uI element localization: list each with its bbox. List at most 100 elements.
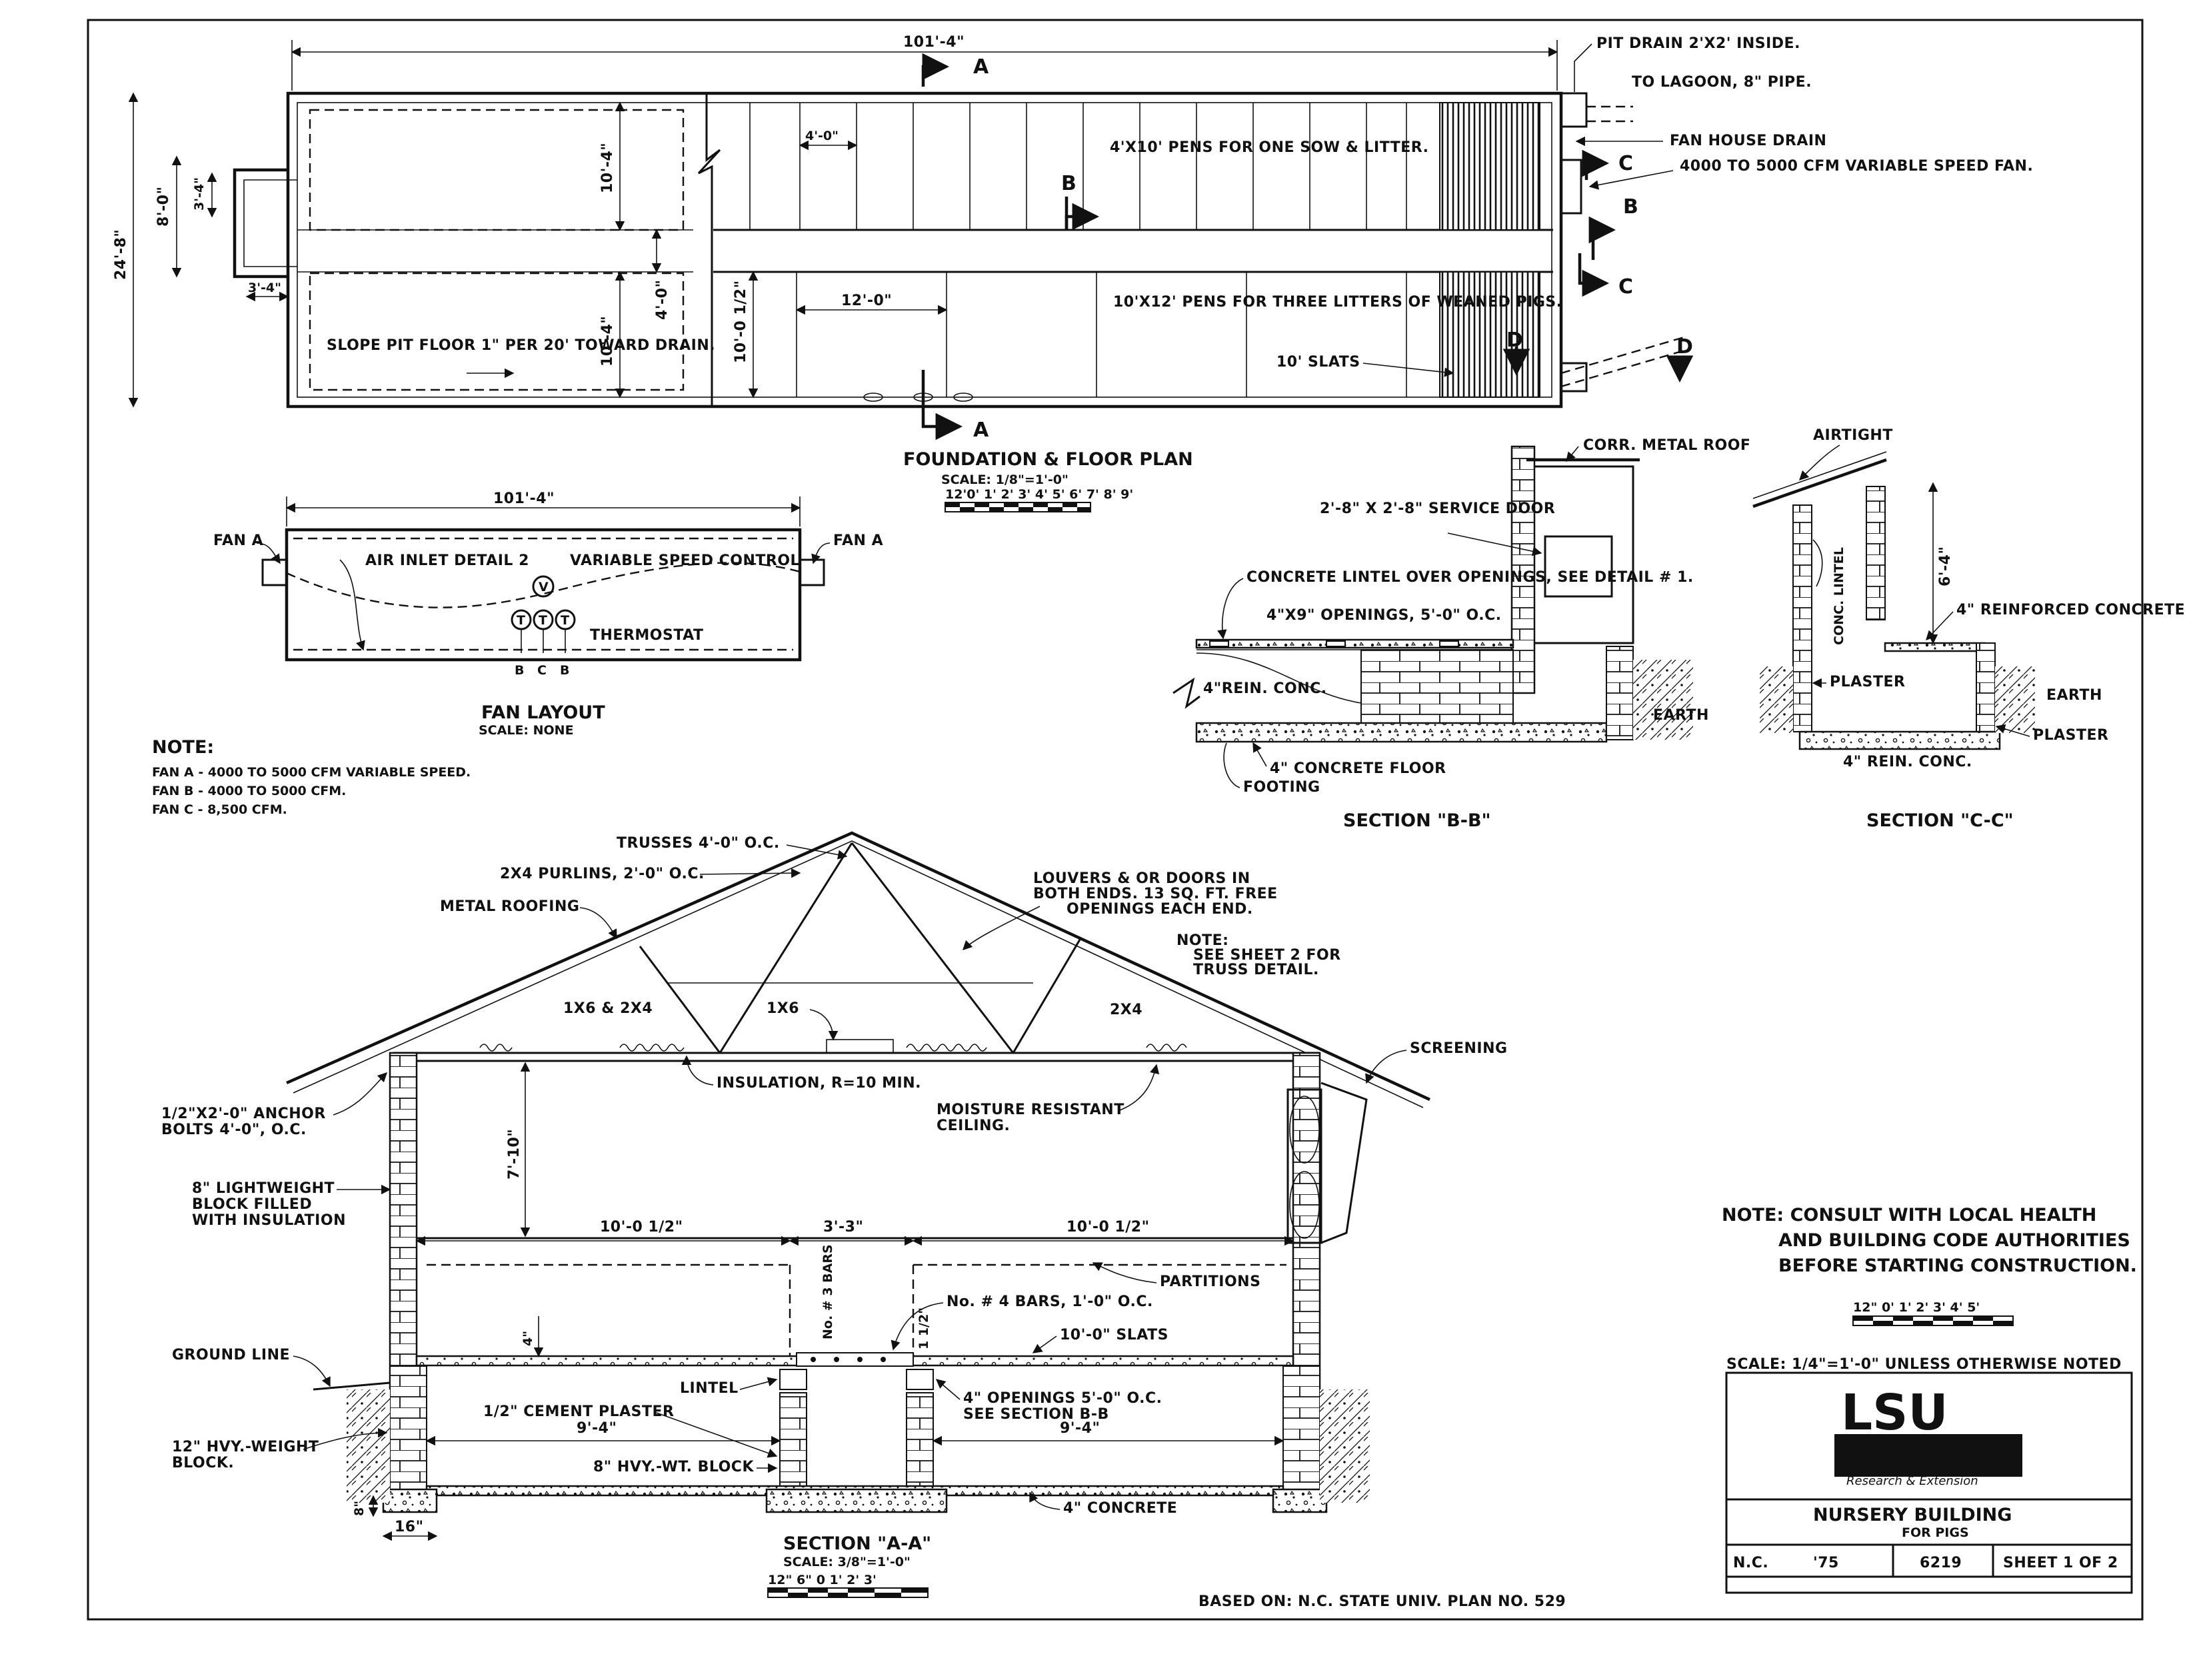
aa-dim-8in: 8" [352, 1501, 367, 1516]
label-to-lagoon: TO LAGOON, 8" PIPE. [1632, 74, 1812, 91]
aa-louvers-line-1: LOUVERS & OR DOORS IN [1033, 870, 1250, 887]
section-mark-a-top: A [973, 55, 989, 79]
section-mark-d-right: D [1676, 335, 1693, 359]
aa-lintel: LINTEL [680, 1380, 739, 1397]
aa-block12-line-1: 12" HVY.-WEIGHT [172, 1439, 319, 1455]
cc-title: SECTION "C-C" [1866, 810, 2014, 831]
thermostats: T T T [511, 609, 576, 653]
aa-dim-left: 10'-0 1/2" [600, 1219, 683, 1236]
fan-layout-length: 101'-4" [493, 490, 555, 507]
dim-overall-length: 101'-4" [903, 34, 965, 51]
aa-member-1x6-2x4: 1X6 & 2X4 [563, 1000, 653, 1017]
title-block-frame [1725, 1371, 2133, 1594]
aa-block8hw: 8" HVY.-WT. BLOCK [593, 1459, 754, 1475]
cc-wall-inner [1866, 486, 1886, 620]
inlet-line [286, 562, 801, 608]
pit-outline-bottom [309, 272, 685, 391]
bb-lintel-label: CONCRETE LINTEL OVER OPENINGS, SEE DETAI… [1246, 569, 1694, 586]
note-line-1: FAN A - 4000 TO 5000 CFM VARIABLE SPEED. [152, 765, 471, 780]
cc-reinforced-slab [1884, 642, 1986, 652]
aa-see-sheet-line-3: TRUSS DETAIL. [1193, 962, 1319, 978]
aa-anchor-line-2: BOLTS 4'-0", O.C. [161, 1122, 307, 1138]
bb-earth [1633, 660, 1693, 740]
fan-layout-building [285, 528, 802, 662]
section-mark-c-bottom: C [1618, 275, 1633, 299]
bb-concrete-floor [1195, 722, 1608, 743]
dim-10ft-half: 10'-0 1/2" [733, 280, 749, 363]
dim-10ft4-bottom: 10'-4" [599, 316, 616, 367]
label-weaned-pens: 10'X12' PENS FOR THREE LITTERS OF WEANED… [1113, 294, 1562, 311]
variable-speed-label: VARIABLE SPEED CONTROL [570, 552, 800, 569]
section-mark-c-top: C [1618, 152, 1633, 175]
aa-metal-roofing: METAL ROOFING [440, 898, 579, 915]
aa-insulation-left [619, 1044, 685, 1052]
aa-dim-half: 1 1/2" [917, 1307, 931, 1349]
aa-purlins: 2X4 PURLINS, 2'-0" O.C. [500, 866, 705, 882]
bb-footing-label: FOOTING [1243, 779, 1320, 796]
section-mark-b-left: B [1061, 172, 1077, 195]
aa-no3-bars: No. # 3 BARS [821, 1244, 835, 1339]
aa-pit-right: 9'-4" [1060, 1420, 1100, 1437]
aa-partitions: PARTITIONS [1160, 1273, 1260, 1290]
floor-plan-scale: SCALE: 1/8"=1'-0" [941, 472, 1069, 487]
aa-insulation: INSULATION, R=10 MIN. [717, 1075, 921, 1092]
aa-ceiling-line-2: CEILING. [937, 1118, 1010, 1134]
aa-pit-wall-center-right [906, 1392, 934, 1493]
cc-plaster-1: PLASTER [1830, 674, 1906, 690]
aa-trusses: TRUSSES 4'-0" O.C. [617, 835, 780, 852]
aa-member-2x4: 2X4 [1110, 1002, 1142, 1018]
based-on-note: BASED ON: N.C. STATE UNIV. PLAN NO. 529 [1198, 1593, 1566, 1610]
aa-block12-line-2: BLOCK. [172, 1455, 234, 1471]
note-heading: NOTE: [152, 737, 214, 758]
bb-service-door-label: 2'-8" X 2'-8" SERVICE DOOR [1320, 500, 1555, 517]
title-for-pigs: FOR PIGS [1902, 1525, 1969, 1540]
note-line-3: FAN C - 8,500 CFM. [152, 802, 287, 817]
slats-bottom [1439, 271, 1540, 398]
dim-4ft-pen: 4'-0" [805, 129, 839, 143]
lsu-agcenter-logo: LSU AgCenter Research & Extension [1834, 1384, 2022, 1488]
fan-layout-title: FAN LAYOUT [481, 702, 605, 723]
cc-conc-lintel: CONC. LINTEL [1832, 547, 1846, 645]
section-mark-d-left: D [1506, 329, 1523, 352]
fan-a-left-label: FAN A [213, 532, 263, 549]
lagoon-pipe [1586, 105, 1633, 123]
weaned-pens-dividers [796, 272, 1407, 397]
section-cc: 6'-4" CONC. LINTEL AIRTIGHT 4" REINFORCE… [1752, 427, 2185, 831]
label-slats: 10' SLATS [1276, 354, 1360, 371]
cc-reinforced: 4" REINFORCED CONCRETE. [1956, 602, 2185, 618]
aa-louvers-line-2: BOTH ENDS. 13 SQ. FT. FREE [1033, 886, 1278, 902]
aa-block8-line-3: WITH INSULATION [192, 1212, 346, 1229]
cc-height: 6'-4" [1937, 546, 1954, 586]
bb-slab-top [1195, 638, 1514, 649]
aa-pit-left: 9'-4" [577, 1420, 617, 1437]
aa-ground-line [313, 1381, 391, 1391]
fan-house-top [1560, 159, 1582, 215]
dim-overall-width: 24'-8" [113, 229, 129, 280]
aa-insulation-right [906, 1044, 987, 1052]
aa-height: 7'-10" [506, 1129, 523, 1180]
aa-louvers-line-3: OPENINGS EACH END. [1067, 901, 1253, 918]
section-aa: 7'-10" 10'-0 1/2" 3'-3" 10'-0 1/2" 4" No… [161, 831, 1507, 1598]
aa-roof [286, 831, 1430, 1102]
floor-plan-scale-bar [945, 502, 1091, 512]
label-fan-spec: 4000 TO 5000 CFM VARIABLE SPEED FAN. [1680, 158, 2033, 175]
logo-tagline: Research & Extension [1846, 1474, 1978, 1488]
air-inlet-label: AIR INLET DETAIL 2 [365, 552, 529, 569]
bb-corr-roof-label: CORR. METAL ROOF [1583, 437, 1750, 454]
aa-pit-wall-center-left [779, 1392, 807, 1493]
bb-block-wall [1360, 649, 1514, 724]
svg-text:T: T [517, 613, 525, 628]
svg-text:T: T [561, 613, 569, 628]
aa-member-1x6: 1X6 [767, 1000, 799, 1017]
cc-rein-conc: 4" REIN. CONC. [1843, 754, 1972, 770]
sheet-border [87, 19, 2144, 1621]
label-fan-house-drain: FAN HOUSE DRAIN [1670, 133, 1826, 149]
label-sow-pens: 4'X10' PENS FOR ONE SOW & LITTER. [1110, 139, 1429, 156]
aa-slats: 10'-0" SLATS [1060, 1327, 1168, 1343]
slats-top [1439, 102, 1540, 231]
aa-dim-4in: 4" [521, 1331, 535, 1346]
drain-pipe-d [1560, 335, 1687, 388]
bb-service-door [1544, 535, 1613, 598]
aa-dim-right: 10'-0 1/2" [1067, 1219, 1150, 1236]
thermostat-label: THERMOSTAT [590, 627, 703, 644]
